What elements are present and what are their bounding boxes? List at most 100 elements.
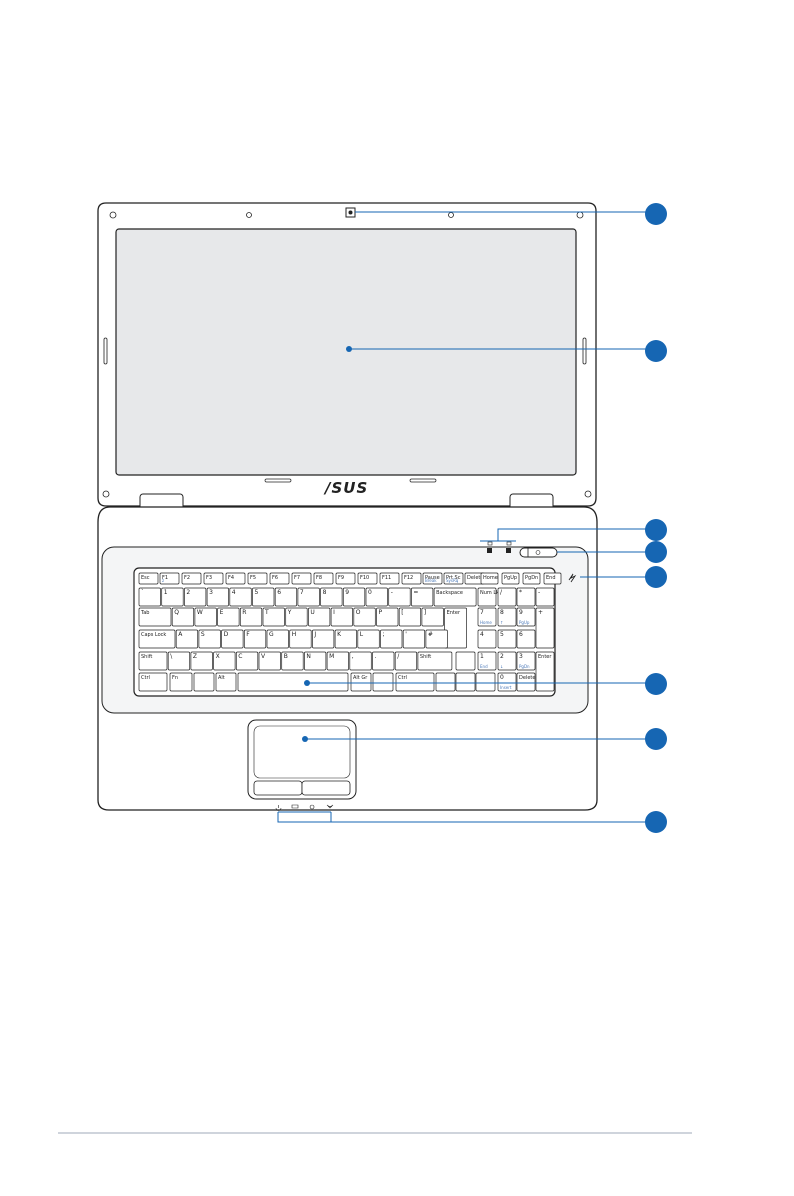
numpad-row3-0[interactable] (477, 607, 497, 627)
numpad-delete[interactable] (516, 672, 536, 692)
key-row5-6[interactable] (281, 651, 304, 671)
key-row2-7[interactable] (297, 587, 320, 607)
key-row4-9[interactable] (357, 629, 380, 649)
key-arrow-up[interactable] (455, 651, 476, 671)
key-row5-4[interactable] (235, 651, 259, 671)
touchpad-left-button[interactable] (253, 780, 303, 796)
key-row6-7[interactable] (395, 672, 435, 692)
key-row2-2[interactable] (184, 587, 207, 607)
key-pgdn[interactable] (522, 572, 541, 585)
key-row3-10[interactable] (376, 607, 399, 627)
numpad-0[interactable] (497, 672, 517, 692)
key-arrow-right[interactable] (475, 672, 496, 692)
key-row2-4[interactable] (229, 587, 252, 607)
key-row3-0[interactable] (138, 607, 172, 627)
key-row5-8[interactable] (326, 651, 349, 671)
key-row6-1[interactable] (169, 672, 193, 692)
key-row5-5[interactable] (258, 651, 281, 671)
numpad-plus[interactable] (535, 607, 555, 649)
key-f5[interactable] (247, 572, 268, 585)
key-row5-12[interactable] (417, 651, 453, 671)
key-f7[interactable] (291, 572, 312, 585)
key-f10[interactable] (357, 572, 378, 585)
key-pause[interactable] (422, 572, 443, 585)
key-f6[interactable] (269, 572, 290, 585)
key-row3-5[interactable] (262, 607, 285, 627)
key-prt-sc[interactable] (443, 572, 464, 585)
numpad-row4-2[interactable] (516, 629, 536, 649)
key-f2[interactable] (181, 572, 202, 585)
key-row4-1[interactable] (175, 629, 199, 649)
key-row3-12[interactable] (421, 607, 444, 627)
key-row2-8[interactable] (320, 587, 343, 607)
numpad-row4-1[interactable] (497, 629, 517, 649)
numpad-row4-0[interactable] (477, 629, 497, 649)
key-row5-1[interactable] (167, 651, 191, 671)
key-row4-8[interactable] (334, 629, 357, 649)
numpad-row5-0[interactable] (477, 651, 497, 671)
key-row3-8[interactable] (330, 607, 353, 627)
key-row5-2[interactable] (190, 651, 213, 671)
key-row2-3[interactable] (206, 587, 229, 607)
key-row2-0[interactable] (138, 587, 161, 607)
key-row2-6[interactable] (274, 587, 298, 607)
key-row3-6[interactable] (285, 607, 308, 627)
key-spacebar[interactable] (237, 672, 349, 692)
key-end[interactable] (543, 572, 562, 585)
key-row6-3[interactable] (215, 672, 237, 692)
key-enter[interactable] (444, 607, 467, 649)
numpad-row2-0[interactable] (477, 587, 497, 607)
key-row5-10[interactable] (372, 651, 395, 671)
key-f1[interactable] (159, 572, 180, 585)
key-row4-6[interactable] (289, 629, 312, 649)
key-row4-5[interactable] (266, 629, 289, 649)
key-row6-0[interactable] (138, 672, 168, 692)
key-row3-7[interactable] (308, 607, 331, 627)
key-row2-13[interactable] (433, 587, 477, 607)
numpad-row2-3[interactable] (535, 587, 555, 607)
key-row3-1[interactable] (171, 607, 195, 627)
key-f12[interactable] (401, 572, 422, 585)
touchpad-right-button[interactable] (301, 780, 351, 796)
numpad-row2-1[interactable] (497, 587, 517, 607)
power-button[interactable] (519, 547, 558, 558)
key-row5-0[interactable] (138, 651, 168, 671)
key-row4-3[interactable] (221, 629, 244, 649)
key-row4-10[interactable] (380, 629, 403, 649)
key-arrow-left[interactable] (435, 672, 456, 692)
key-row6-6[interactable] (372, 672, 394, 692)
key-f9[interactable] (335, 572, 356, 585)
key-esc[interactable] (138, 572, 159, 585)
key-row4-11[interactable] (402, 629, 426, 649)
key-f11[interactable] (379, 572, 400, 585)
key-row2-5[interactable] (252, 587, 275, 607)
key-row3-2[interactable] (194, 607, 217, 627)
key-f3[interactable] (203, 572, 224, 585)
key-row2-11[interactable] (388, 587, 411, 607)
key-row5-7[interactable] (304, 651, 327, 671)
key-row3-4[interactable] (239, 607, 263, 627)
key-row5-3[interactable] (213, 651, 236, 671)
key-row6-5[interactable] (350, 672, 372, 692)
key-row3-9[interactable] (353, 607, 376, 627)
key-row6-2[interactable] (193, 672, 215, 692)
key-f8[interactable] (313, 572, 334, 585)
numpad-enter[interactable] (535, 651, 555, 692)
numpad-row5-2[interactable] (516, 651, 536, 671)
key-row5-9[interactable] (349, 651, 372, 671)
key-row4-2[interactable] (198, 629, 221, 649)
key-row2-1[interactable] (161, 587, 184, 607)
numpad-row2-2[interactable] (516, 587, 536, 607)
key-f4[interactable] (225, 572, 246, 585)
numpad-row3-2[interactable] (516, 607, 536, 627)
numpad-row3-1[interactable] (497, 607, 517, 627)
instant-key-icon[interactable] (568, 573, 577, 583)
key-row4-0[interactable] (138, 629, 176, 649)
key-row4-4[interactable] (243, 629, 267, 649)
key-row4-7[interactable] (312, 629, 335, 649)
touchpad-surface[interactable] (253, 725, 351, 779)
key-row4-12[interactable] (425, 629, 448, 649)
key-row2-10[interactable] (365, 587, 388, 607)
key-row5-11[interactable] (394, 651, 418, 671)
numpad-row5-1[interactable] (497, 651, 517, 671)
